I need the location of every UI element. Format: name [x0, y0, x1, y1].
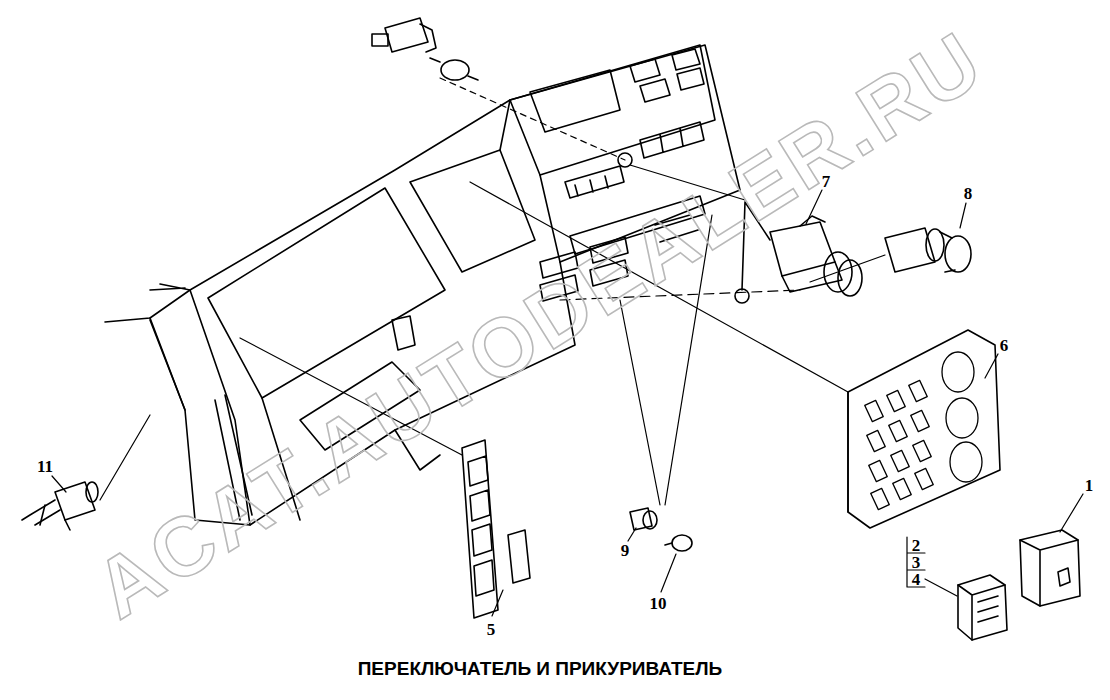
rocker-switch [1020, 530, 1080, 606]
switch-strip [462, 440, 530, 618]
cigarette-lighter [885, 228, 971, 272]
bulbs [630, 508, 692, 551]
caption: ПЕРЕКЛЮЧАТЕЛЬ И ПРИКУРИВАТЕЛЬ [358, 659, 723, 678]
switch-11 [22, 482, 98, 530]
callout-number: 2 [912, 537, 921, 554]
bulb-socket [372, 18, 478, 80]
callout-number: 11 [37, 458, 53, 475]
callout-number: 10 [650, 595, 667, 612]
callout-number: 8 [964, 185, 973, 202]
callout-number: 6 [1000, 337, 1009, 354]
switch-assembly [958, 575, 1007, 640]
callout-number: 5 [487, 621, 496, 638]
callout-number: 9 [621, 542, 630, 559]
callout-number: 4 [912, 571, 921, 588]
switch-panel [848, 330, 1000, 528]
callout-number: 1 [1085, 477, 1094, 494]
watermark: ACAT.AUTODEALER.RU [82, 18, 997, 633]
callout-number: 3 [912, 554, 921, 571]
